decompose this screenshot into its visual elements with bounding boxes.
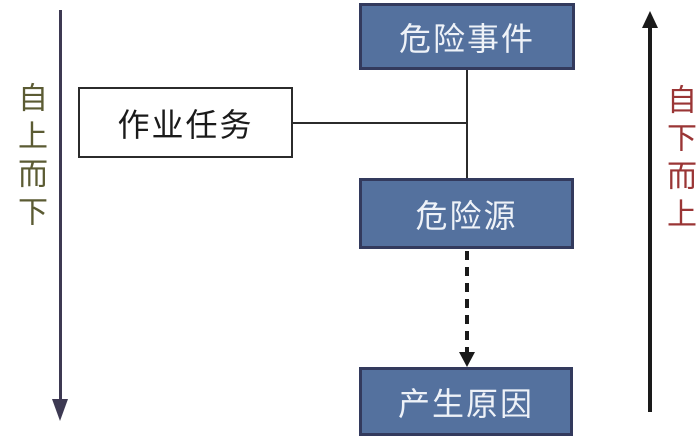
- node-task: 作业任务: [78, 87, 293, 158]
- top-down-label: 自上而下: [13, 82, 46, 234]
- node-hazard-source-label: 危险源: [415, 197, 518, 234]
- bottom-up-arrow-line: [648, 26, 652, 412]
- dashed-connector-source-to-cause: [465, 251, 469, 352]
- top-down-arrow-line: [59, 10, 62, 400]
- node-cause: 产生原因: [359, 367, 573, 436]
- bottom-up-label: 自下而上: [662, 84, 695, 236]
- connector-task-branch: [293, 122, 467, 124]
- arrow-up-icon: [642, 11, 658, 28]
- node-cause-label: 产生原因: [397, 385, 534, 422]
- dashed-arrow-down-icon: [459, 352, 475, 367]
- node-hazard-event-label: 危险事件: [398, 20, 535, 57]
- node-hazard-source: 危险源: [359, 178, 574, 249]
- node-task-label: 作业任务: [117, 106, 254, 143]
- arrow-down-icon: [52, 399, 68, 421]
- connector-event-to-source: [466, 70, 468, 178]
- node-hazard-event: 危险事件: [359, 3, 575, 70]
